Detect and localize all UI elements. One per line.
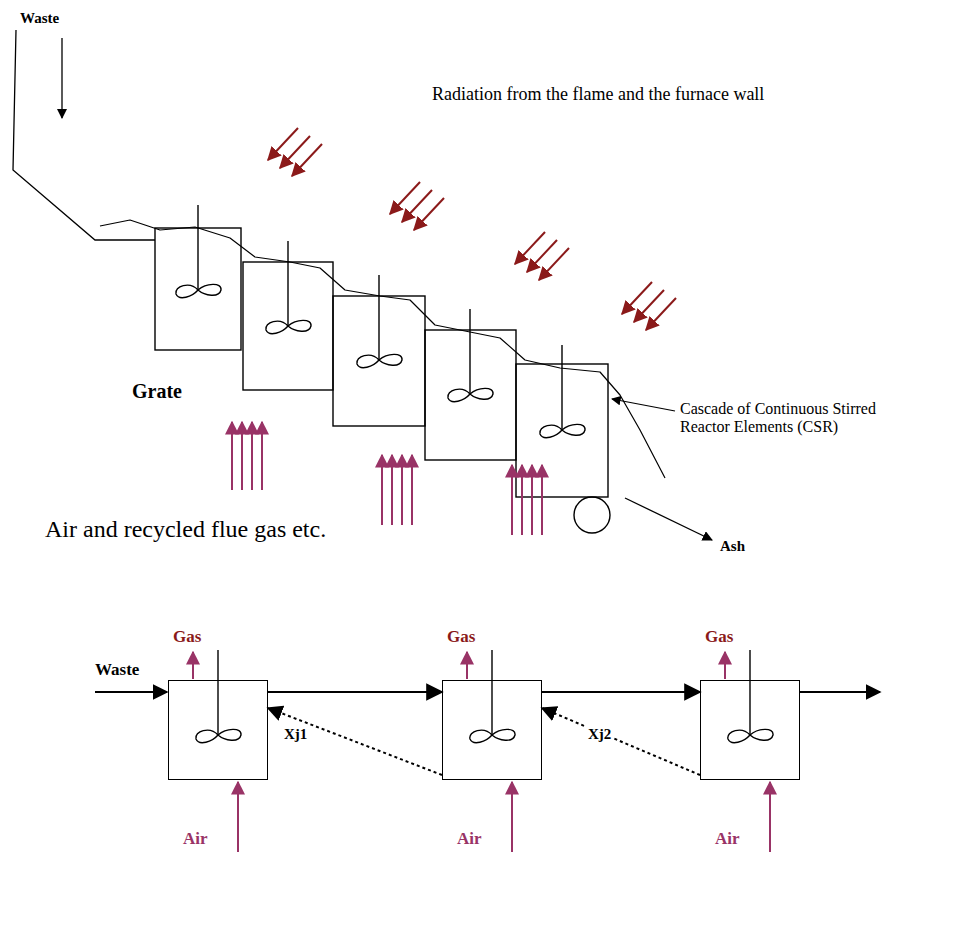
- outlet-arrow: [800, 691, 880, 693]
- ash-arrow: [625, 498, 712, 540]
- recycle-arrow: [542, 708, 700, 775]
- waste-arrow: [61, 38, 62, 118]
- flow-label: Xj2: [586, 726, 613, 743]
- gas-label: Gas: [705, 627, 733, 647]
- gas-label: Gas: [447, 627, 475, 647]
- feed-arrow: [95, 691, 167, 693]
- text-label: Ash: [720, 538, 745, 555]
- leader-line: [612, 399, 675, 411]
- stirrers: [176, 205, 585, 438]
- hopper: [13, 30, 155, 240]
- air-label: Air: [715, 829, 740, 849]
- flow-arrow: [268, 691, 442, 693]
- reactor-box: GasAir: [168, 680, 268, 780]
- flow-arrow: [542, 691, 700, 693]
- text-label: Waste: [95, 660, 139, 680]
- gas-label: Gas: [173, 627, 201, 647]
- air-label: Air: [183, 829, 208, 849]
- radiation-arrows: [268, 128, 676, 330]
- text-label: Radiation from the flame and the furnace…: [432, 84, 764, 105]
- recycle-arrow: [268, 708, 442, 775]
- air-label: Air: [457, 829, 482, 849]
- flow-label: Xj1: [282, 726, 309, 743]
- air-arrows: [238, 782, 770, 852]
- waste-bed-line: [100, 220, 665, 478]
- reactor-box: GasAir: [700, 680, 800, 780]
- text-label: Waste: [20, 10, 59, 27]
- text-label: Cascade of Continuous Stirred Reactor El…: [680, 400, 915, 437]
- roller: [574, 497, 610, 533]
- gas-arrows: [193, 652, 725, 679]
- text-label: Grate: [132, 380, 182, 403]
- reactor-box: GasAir: [442, 680, 542, 780]
- text-label: Air and recycled flue gas etc.: [45, 516, 326, 544]
- stirrers: [196, 650, 773, 743]
